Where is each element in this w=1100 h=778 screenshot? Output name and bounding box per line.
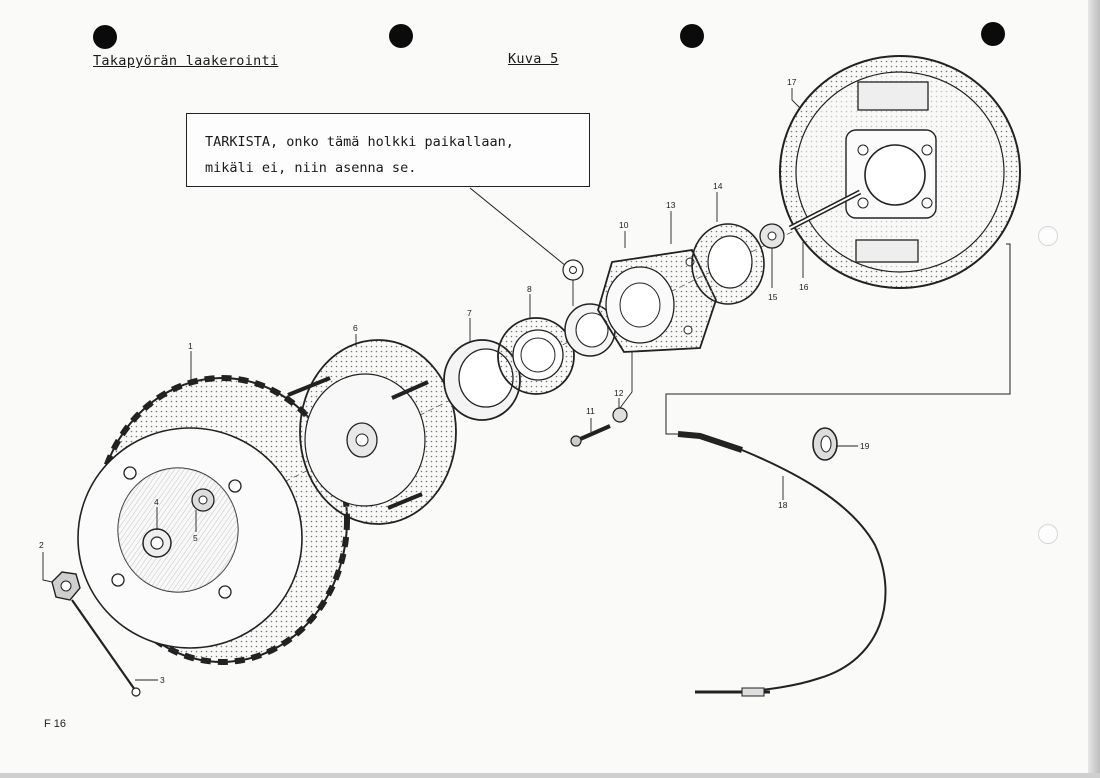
page-title: Takapyörän laakerointi (93, 53, 279, 69)
handbrake-cable (677, 431, 887, 697)
callout-7: 7 (467, 308, 472, 318)
spacer-ring (564, 303, 616, 357)
callout-2: 2 (39, 540, 44, 550)
check-note-line-1: TARKISTA, onko tämä holkki paikallaan, (205, 134, 514, 150)
thrust-washer (759, 223, 785, 249)
page-bottom-edge (0, 773, 1100, 778)
page-code: F 16 (44, 718, 67, 730)
callout-18: 18 (778, 500, 788, 510)
callout-6: 6 (353, 323, 358, 333)
callout-14: 14 (713, 181, 723, 191)
punch-hole-3 (680, 24, 704, 48)
callout-12: 12 (614, 388, 624, 398)
brake-backing-plate (779, 55, 1021, 289)
callout-19: 19 (860, 441, 870, 451)
callout-5: 5 (193, 533, 198, 543)
drum-center-hub (142, 528, 172, 558)
bushing-sleeve (562, 259, 584, 306)
punch-hole-1 (93, 25, 117, 49)
callout-3: 3 (160, 675, 165, 685)
screw-plug (191, 488, 215, 512)
callout-1: 1 (188, 341, 193, 351)
hub-nut (51, 571, 81, 601)
leader-lines (42, 88, 858, 681)
brake-drum (77, 375, 350, 665)
callout-11: 11 (586, 406, 595, 416)
callout-4: 4 (154, 497, 159, 507)
punch-hole-4 (981, 22, 1005, 46)
cable-routing-line (665, 243, 1011, 435)
callout-10: 10 (619, 220, 629, 230)
callout-16: 16 (799, 282, 809, 292)
fixing-bolt (570, 424, 611, 447)
wheel-hub-flange (287, 339, 457, 525)
callout-8: 8 (527, 284, 532, 294)
bearing-housing (597, 249, 717, 353)
page-right-edge (1088, 0, 1100, 778)
cable-grommet (812, 427, 838, 461)
check-note-box: TARKISTA, onko tämä holkki paikallaan, m… (186, 113, 590, 187)
callout-13: 13 (666, 200, 676, 210)
wheel-bearing (497, 317, 575, 395)
ghost-hole-1 (1038, 226, 1058, 246)
axle-stud (788, 189, 862, 231)
inner-bearing (691, 223, 765, 305)
check-note-line-2: mikäli ei, niin asenna se. (205, 160, 417, 176)
spring-washer (612, 407, 628, 423)
callout-15: 15 (768, 292, 778, 302)
callout-17: 17 (787, 77, 797, 87)
ghost-hole-2 (1038, 524, 1058, 544)
note-leader-line (469, 187, 567, 267)
figure-label: Kuva 5 (508, 51, 559, 67)
punch-hole-2 (389, 24, 413, 48)
split-pin (71, 599, 141, 697)
